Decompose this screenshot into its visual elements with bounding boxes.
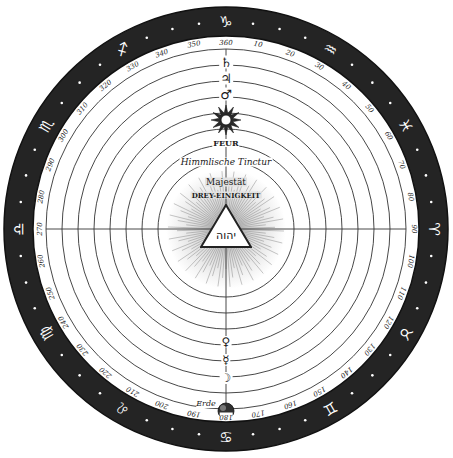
star-dot [78,81,81,84]
majesty-label: Majestät [205,178,247,187]
star-dot [252,22,255,25]
star-dot [25,281,28,284]
degree-number: 170 [251,408,265,417]
zodiac-sign: ♑ [219,15,232,30]
glory-ray [238,209,261,222]
degree-number: 100 [405,254,414,268]
glory-ray [227,243,230,287]
glory-ray [240,225,266,228]
planet-symbol: ♂ [219,88,233,101]
planet-symbol: ☿ [221,354,230,366]
glory-ray [239,208,270,223]
planet-symbol: ♄ [219,56,233,69]
triangle-outline [200,204,252,248]
star-dot [99,63,102,66]
glory-ray [233,186,249,217]
star-dot [351,392,354,395]
degree-number: 190 [186,408,200,417]
glory-ray [168,227,212,229]
glory-ray [209,183,221,216]
orbit-ring [46,49,406,409]
degree-number: 360 [219,39,232,46]
star-dot [304,419,307,422]
star-dot [304,36,307,39]
glory-ray [240,219,283,227]
glory-ray [186,230,212,233]
zodiac-sign: ♋ [219,429,232,444]
degree-number: 90 [409,225,416,234]
planet-symbol: ♃ [219,72,233,85]
star-dot [430,255,433,258]
planet-symbol: ☽ [220,372,233,384]
glory-ray [177,229,212,230]
degree-number: 270 [36,222,43,235]
glory-ray [239,207,280,223]
star-dot [198,433,201,436]
degree-number: 80 [405,192,413,202]
star-dot [252,433,255,436]
star-dot [371,374,374,377]
glory-ray [228,243,233,278]
element-label: FEUR [212,139,239,147]
star-dot [99,392,102,395]
star-dot [278,428,281,431]
star-dot [430,201,433,204]
earth-label: Erde [196,400,216,408]
zodiac-sign: ♈ [426,222,441,235]
glory-ray [186,225,212,228]
star-dot [425,281,428,284]
trinity-triangle: יהוה [200,204,252,248]
glory-ray [185,202,214,222]
star-dot [425,174,428,177]
glory-ray [240,230,266,233]
star-dot [416,148,419,151]
star-dot [278,28,281,31]
star-dot [60,354,63,357]
trinity-label: DREY-EINIGKEIT [191,192,262,199]
divine-name: יהוה [200,230,252,241]
star-dot [78,374,81,377]
glory-ray [240,227,275,228]
star-dot [33,307,36,310]
planet-symbol: ♀ [221,336,232,348]
star-dot [145,36,148,39]
glory-ray [238,197,274,222]
star-dot [351,63,354,66]
tincture-label: Himmlische Tinctur [180,158,273,167]
glory-ray [230,242,242,284]
zodiac-sign: ♎ [12,222,27,235]
star-dot [60,102,63,105]
star-dot [389,354,392,357]
star-dot [171,28,174,31]
star-dot [25,174,28,177]
glory-ray [189,185,217,219]
star-dot [198,22,201,25]
degree-number: 180 [219,412,232,419]
star-dot [371,81,374,84]
glory-ray [218,243,224,287]
glory-ray [170,215,213,226]
star-dot [33,148,36,151]
glory-ray [223,243,225,278]
star-dot [145,419,148,422]
star-dot [171,428,174,431]
glory-ray [230,182,240,216]
glory-ray [240,229,284,231]
star-dot [389,102,392,105]
star-dot [416,307,419,310]
glory-ray [174,204,214,223]
sun-figure [211,105,241,135]
star-dot [19,201,22,204]
star-dot [19,255,22,258]
